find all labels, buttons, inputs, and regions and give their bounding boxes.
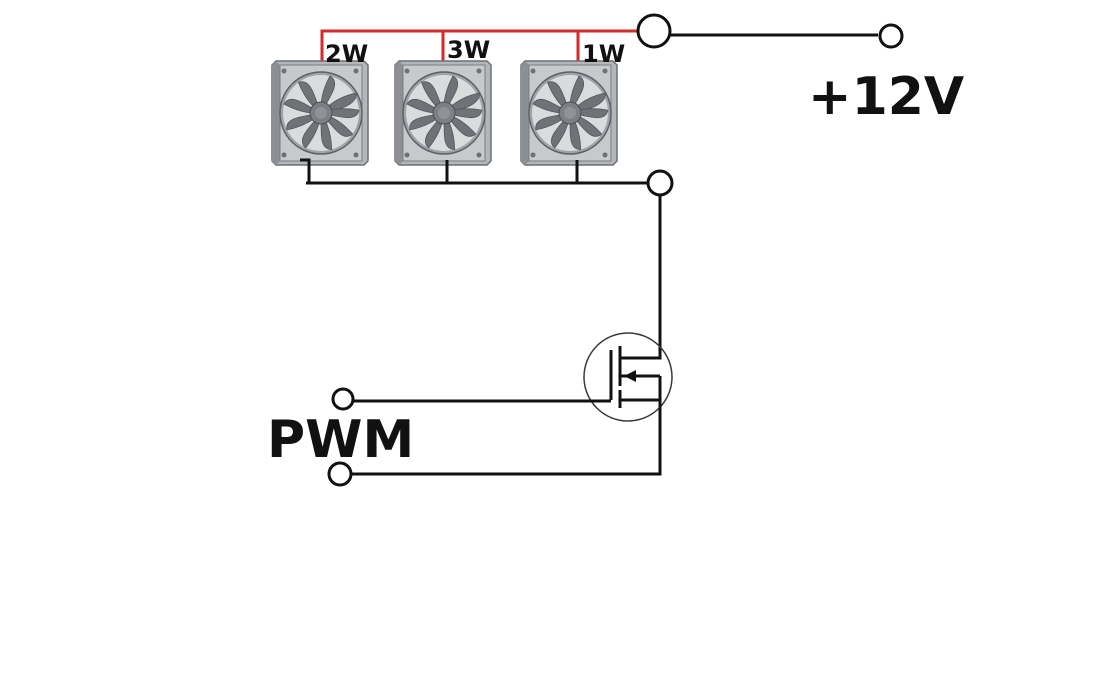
mosfet-icon [583, 332, 673, 422]
terminal-icon [646, 169, 674, 197]
fan-icon [520, 60, 618, 166]
supply-voltage-label: +12V [808, 67, 964, 127]
terminal-icon [878, 23, 904, 49]
terminal-icon [636, 13, 672, 49]
pwm-input-label: PWM [267, 410, 414, 470]
fan-power-label: 3W [447, 36, 490, 64]
fan-power-label: 2W [325, 40, 368, 68]
fan-power-label: 1W [582, 40, 625, 68]
terminal-icon [331, 387, 355, 411]
ground-wires [300, 158, 648, 185]
terminal-icon [327, 461, 353, 487]
fan-icon [271, 60, 369, 166]
source-wire [352, 400, 662, 476]
fan-icon [394, 60, 492, 166]
